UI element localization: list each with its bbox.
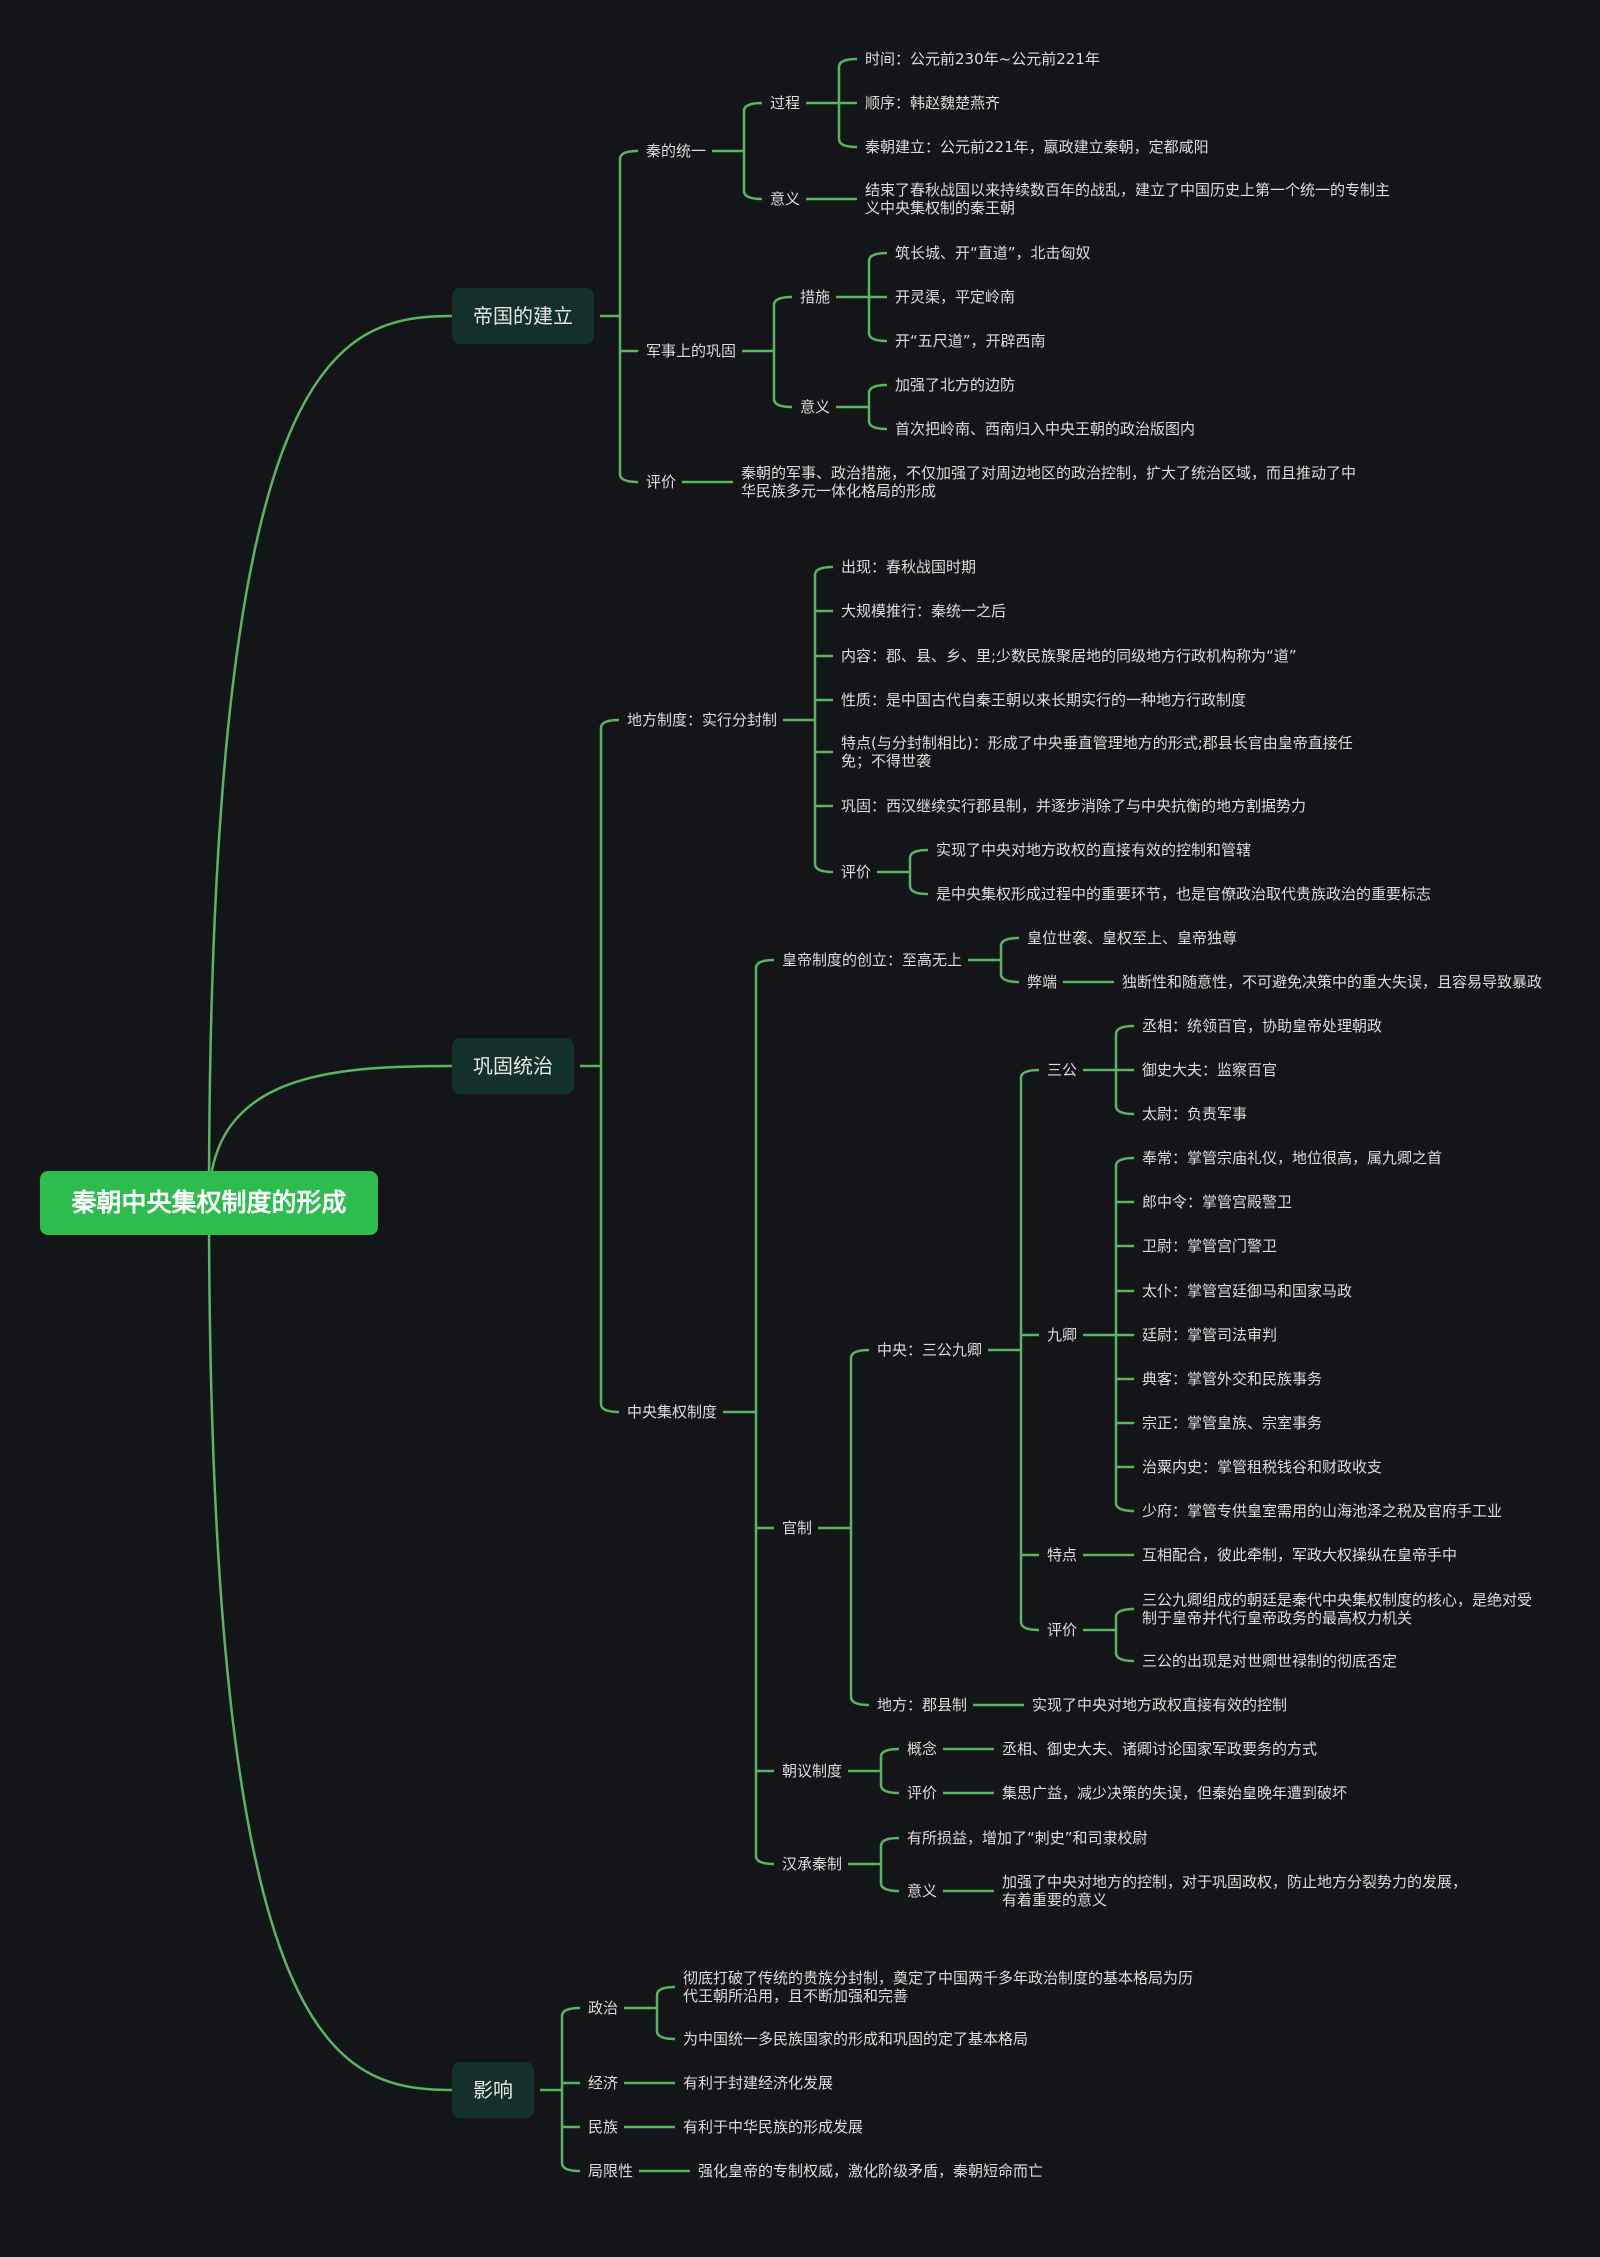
node-jq7[interactable]: 宗正：掌管皇族、宗室事务 bbox=[1142, 1414, 1323, 1432]
node-n2a2[interactable]: 大规模推行：秦统一之后 bbox=[841, 602, 1007, 620]
node-n2b2[interactable]: 官制 bbox=[782, 1519, 813, 1537]
node-n2a1[interactable]: 出现：春秋战国时期 bbox=[841, 558, 977, 576]
node-n3a1[interactable]: 彻底打破了传统的贵族分封制，奠定了中国两千多年政治制度的基本格局为历代王朝所沿用… bbox=[683, 1969, 1194, 2005]
node-n2a4[interactable]: 性质：是中国古代自秦王朝以来长期实行的一种地方行政制度 bbox=[841, 691, 1247, 709]
node-n2b1b1[interactable]: 独断性和随意性，不可避免决策中的重大失误，且容易导致暴政 bbox=[1122, 973, 1543, 991]
link-root-n1 bbox=[207, 314, 453, 1204]
link-bracket-n2a7 bbox=[908, 848, 929, 896]
node-sg3[interactable]: 太尉：负责军事 bbox=[1142, 1105, 1248, 1123]
node-n1a2a[interactable]: 结束了春秋战国以来持续数百年的战乱，建立了中国历史上第一个统一的专制主义中央集权… bbox=[865, 181, 1391, 217]
node-n2a7b[interactable]: 是中央集权形成过程中的重要环节，也是官僚政治取代贵族政治的重要标志 bbox=[936, 885, 1432, 903]
link-bracket-n2b2 bbox=[849, 1348, 870, 1707]
node-n1a1[interactable]: 过程 bbox=[770, 94, 801, 112]
node-n3b[interactable]: 经济 bbox=[588, 2074, 619, 2092]
node-pj[interactable]: 评价 bbox=[1047, 1621, 1078, 1639]
node-n3c1[interactable]: 有利于中华民族的形成发展 bbox=[683, 2118, 864, 2136]
node-pj1[interactable]: 三公九卿组成的朝廷是秦代中央集权制度的核心，是绝对受制于皇帝并代行皇帝政务的最高… bbox=[1142, 1591, 1533, 1627]
node-jq8[interactable]: 治粟内史：掌管租税钱谷和财政收支 bbox=[1142, 1458, 1383, 1476]
node-n2b[interactable]: 中央集权制度 bbox=[627, 1403, 718, 1421]
link-bracket-n1b2 bbox=[867, 383, 888, 431]
node-n2b3[interactable]: 朝议制度 bbox=[782, 1762, 843, 1780]
node-n1a2[interactable]: 意义 bbox=[770, 190, 801, 208]
node-n3d[interactable]: 局限性 bbox=[588, 2162, 634, 2180]
node-n2[interactable]: 巩固统治 bbox=[452, 1038, 574, 1094]
node-jq1[interactable]: 奉常：掌管宗庙礼仪，地位很高，属九卿之首 bbox=[1142, 1149, 1443, 1167]
node-n1b2b[interactable]: 首次把岭南、西南归入中央王朝的政治版图内 bbox=[895, 420, 1196, 438]
node-n1b[interactable]: 军事上的巩固 bbox=[646, 342, 737, 360]
node-n1[interactable]: 帝国的建立 bbox=[452, 288, 594, 344]
link-bracket-n2b1 bbox=[999, 936, 1020, 984]
node-n2b4b[interactable]: 意义 bbox=[907, 1882, 938, 1900]
link-bracket-n3a bbox=[655, 1985, 676, 2041]
link-bracket-n2b2a bbox=[1019, 1068, 1040, 1632]
node-n2b1b[interactable]: 弊端 bbox=[1027, 973, 1058, 991]
root-topic[interactable]: 秦朝中央集权制度的形成 bbox=[40, 1171, 378, 1235]
node-td1[interactable]: 互相配合，彼此牵制，军政大权操纵在皇帝手中 bbox=[1142, 1546, 1458, 1564]
node-sg[interactable]: 三公 bbox=[1047, 1061, 1078, 1079]
node-sg1[interactable]: 丞相：统领百官，协助皇帝处理朝政 bbox=[1142, 1017, 1383, 1035]
node-n2b1a[interactable]: 皇位世袭、皇权至上、皇帝独尊 bbox=[1027, 929, 1238, 947]
link-bracket-n2b3 bbox=[879, 1747, 900, 1795]
node-n1b1a[interactable]: 筑长城、开“直道”，北击匈奴 bbox=[895, 244, 1091, 262]
node-jq9[interactable]: 少府：掌管专供皇室需用的山海池泽之税及官府手工业 bbox=[1142, 1502, 1503, 1520]
link-bracket-n3 bbox=[560, 2006, 581, 2173]
node-n1a1a[interactable]: 时间：公元前230年~公元前221年 bbox=[865, 50, 1100, 68]
node-jq[interactable]: 九卿 bbox=[1047, 1326, 1078, 1344]
node-jq4[interactable]: 太仆：掌管宫廷御马和国家马政 bbox=[1142, 1282, 1353, 1300]
link-bracket-n2a bbox=[813, 565, 834, 874]
node-n2b2a[interactable]: 中央：三公九卿 bbox=[877, 1341, 983, 1359]
node-n2b1[interactable]: 皇帝制度的创立：至高无上 bbox=[782, 951, 963, 969]
node-n3b1[interactable]: 有利于封建经济化发展 bbox=[683, 2074, 834, 2092]
node-n3c[interactable]: 民族 bbox=[588, 2118, 619, 2136]
link-root-n2 bbox=[207, 1064, 453, 1204]
node-jq2[interactable]: 郎中令：掌管宫殿警卫 bbox=[1142, 1193, 1293, 1211]
link-bracket-n2b4 bbox=[879, 1836, 900, 1893]
node-n2b3b1[interactable]: 集思广益，减少决策的失误，但秦始皇晚年遭到破坏 bbox=[1002, 1784, 1348, 1802]
node-td[interactable]: 特点 bbox=[1047, 1546, 1078, 1564]
node-n1c[interactable]: 评价 bbox=[646, 473, 677, 491]
node-n2b4b1[interactable]: 加强了中央对地方的控制，对于巩固政权，防止地方分裂势力的发展，有着重要的意义 bbox=[1002, 1873, 1468, 1909]
link-bracket-n1b bbox=[772, 295, 793, 409]
node-n2b2b1[interactable]: 实现了中央对地方政权直接有效的控制 bbox=[1032, 1696, 1288, 1714]
node-n1b1c[interactable]: 开“五尺道”，开辟西南 bbox=[895, 332, 1046, 350]
node-jq3[interactable]: 卫尉：掌管宫门警卫 bbox=[1142, 1237, 1278, 1255]
node-pj2[interactable]: 三公的出现是对世卿世禄制的彻底否定 bbox=[1142, 1652, 1398, 1670]
node-n1a1b[interactable]: 顺序：韩赵魏楚燕齐 bbox=[865, 94, 1001, 112]
node-n3[interactable]: 影响 bbox=[452, 2062, 534, 2118]
link-bracket-n2 bbox=[599, 718, 620, 1414]
node-n2a[interactable]: 地方制度：实行分封制 bbox=[627, 711, 778, 729]
node-n2a7[interactable]: 评价 bbox=[841, 863, 872, 881]
link-bracket-n2b bbox=[754, 958, 775, 1866]
node-n1b1[interactable]: 措施 bbox=[800, 288, 831, 306]
link-root-n3 bbox=[207, 1202, 453, 2092]
node-n2b3a1[interactable]: 丞相、御史大夫、诸卿讨论国家军政要务的方式 bbox=[1002, 1740, 1318, 1758]
node-n1b1b[interactable]: 开灵渠，平定岭南 bbox=[895, 288, 1016, 306]
node-n2a3[interactable]: 内容：郡、县、乡、里;少数民族聚居地的同级地方行政机构称为“道” bbox=[841, 647, 1297, 665]
node-n1a1c[interactable]: 秦朝建立：公元前221年，嬴政建立秦朝，定都咸阳 bbox=[865, 138, 1209, 156]
link-bracket-n1a bbox=[742, 101, 763, 201]
node-jq6[interactable]: 典客：掌管外交和民族事务 bbox=[1142, 1370, 1323, 1388]
node-sg2[interactable]: 御史大夫：监察百官 bbox=[1142, 1061, 1278, 1079]
node-n2b2b[interactable]: 地方：郡县制 bbox=[877, 1696, 968, 1714]
node-jq5[interactable]: 廷尉：掌管司法审判 bbox=[1142, 1326, 1278, 1344]
node-n3d1[interactable]: 强化皇帝的专制权威，激化阶级矛盾，秦朝短命而亡 bbox=[698, 2162, 1044, 2180]
node-n2b4[interactable]: 汉承秦制 bbox=[782, 1855, 843, 1873]
node-n1a[interactable]: 秦的统一 bbox=[646, 142, 707, 160]
node-n2a7a[interactable]: 实现了中央对地方政权的直接有效的控制和管辖 bbox=[936, 841, 1252, 859]
node-n1b2a[interactable]: 加强了北方的边防 bbox=[895, 376, 1016, 394]
node-n1c1[interactable]: 秦朝的军事、政治措施，不仅加强了对周边地区的政治控制，扩大了统治区域，而且推动了… bbox=[741, 464, 1357, 500]
link-bracket-pj bbox=[1114, 1607, 1135, 1663]
link-bracket-n1 bbox=[618, 149, 639, 484]
node-n1b2[interactable]: 意义 bbox=[800, 398, 831, 416]
node-n2b3b[interactable]: 评价 bbox=[907, 1784, 938, 1802]
node-n2a6[interactable]: 巩固：西汉继续实行郡县制，并逐步消除了与中央抗衡的地方割据势力 bbox=[841, 797, 1307, 815]
node-n3a[interactable]: 政治 bbox=[588, 1999, 619, 2017]
node-n2a5[interactable]: 特点(与分封制相比)：形成了中央垂直管理地方的形式;郡县长官由皇帝直接任免；不得… bbox=[841, 734, 1353, 770]
node-n3a2[interactable]: 为中国统一多民族国家的形成和巩固的定了基本格局 bbox=[683, 2030, 1029, 2048]
node-n2b4a[interactable]: 有所损益，增加了“刺史”和司隶校尉 bbox=[907, 1829, 1148, 1847]
node-n2b3a[interactable]: 概念 bbox=[907, 1740, 938, 1758]
